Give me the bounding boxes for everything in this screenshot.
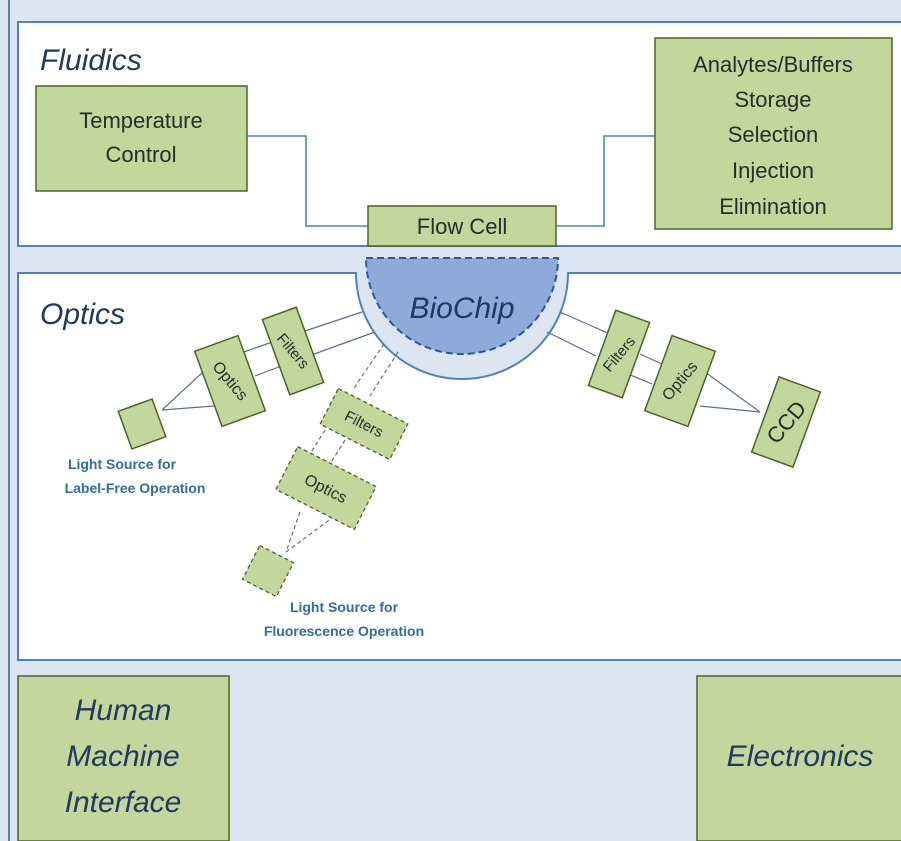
right-beam-line-mid-upper — [639, 353, 663, 365]
flowcell-to-analytes-connector — [556, 135, 655, 227]
right-beam-line-mid-lower — [627, 373, 653, 385]
ccd-box — [750, 375, 822, 469]
biochip-label: BioChip — [409, 292, 514, 325]
right-beam-converge-lower — [699, 405, 761, 413]
right-optics-group: Optics — [643, 334, 717, 428]
biochip-shape — [364, 257, 560, 355]
hmi-label-2: Machine — [66, 740, 179, 773]
ccd-group: CCD — [750, 375, 822, 469]
temperature-control-label-1: Temperature — [79, 108, 203, 133]
fluor-optics-group: Optics — [275, 445, 377, 531]
temp-to-flowcell-connector — [247, 135, 368, 227]
fluor-beam-line-right — [369, 351, 399, 397]
label-free-light-source — [117, 398, 167, 450]
fluor-beam-converge-right — [285, 511, 341, 553]
electronics-box — [696, 675, 901, 841]
right-beam-line-upper — [559, 311, 611, 335]
fluorescence-light-label-2: Fluorescence Operation — [264, 623, 424, 639]
analytes-label-3: Selection — [728, 122, 819, 147]
optics-heading: Optics — [40, 298, 125, 331]
right-beam-converge-upper — [704, 371, 761, 413]
fluidics-heading: Fluidics — [40, 44, 142, 77]
fluorescence-light-box — [241, 544, 295, 598]
fluor-beam-mid-left — [309, 429, 326, 455]
fluor-beam-converge-left — [285, 511, 301, 553]
fluor-filters-group: Filters — [319, 387, 409, 461]
analytes-label-5: Elimination — [719, 194, 827, 219]
left-optics-box — [193, 334, 267, 428]
fluor-beam-mid-right — [329, 439, 346, 465]
electronics-label: Electronics — [727, 740, 874, 773]
fluor-beam-line-left — [353, 343, 385, 389]
fluor-optics-box — [275, 445, 377, 531]
hmi-label-3: Interface — [65, 786, 182, 819]
label-free-light-label-1: Light Source for — [68, 456, 177, 472]
label-free-light-label-2: Label-Free Operation — [65, 480, 206, 496]
analytes-label-4: Injection — [732, 158, 814, 183]
left-optics-group: Optics — [193, 334, 267, 428]
right-beam-line-lower — [546, 331, 597, 357]
analytes-label-2: Storage — [734, 87, 811, 112]
hmi-box — [17, 675, 230, 841]
analytes-label-1: Analytes/Buffers — [693, 52, 853, 77]
right-filters-group: Filters — [587, 309, 651, 399]
analytes-buffers-box — [654, 37, 893, 230]
flow-cell-box — [367, 205, 557, 247]
right-filters-box — [587, 309, 651, 399]
hmi-label-1: Human — [75, 694, 172, 727]
fluorescence-light-source — [241, 544, 295, 598]
left-filters-group: Filters — [261, 306, 325, 396]
fluorescence-light-label-1: Light Source for — [290, 599, 399, 615]
temperature-control-box — [35, 85, 248, 192]
label-free-light-box — [117, 398, 167, 450]
left-filters-box — [261, 306, 325, 396]
flow-cell-label: Flow Cell — [417, 214, 507, 239]
right-optics-box — [643, 334, 717, 428]
temperature-control-label-2: Control — [106, 142, 177, 167]
